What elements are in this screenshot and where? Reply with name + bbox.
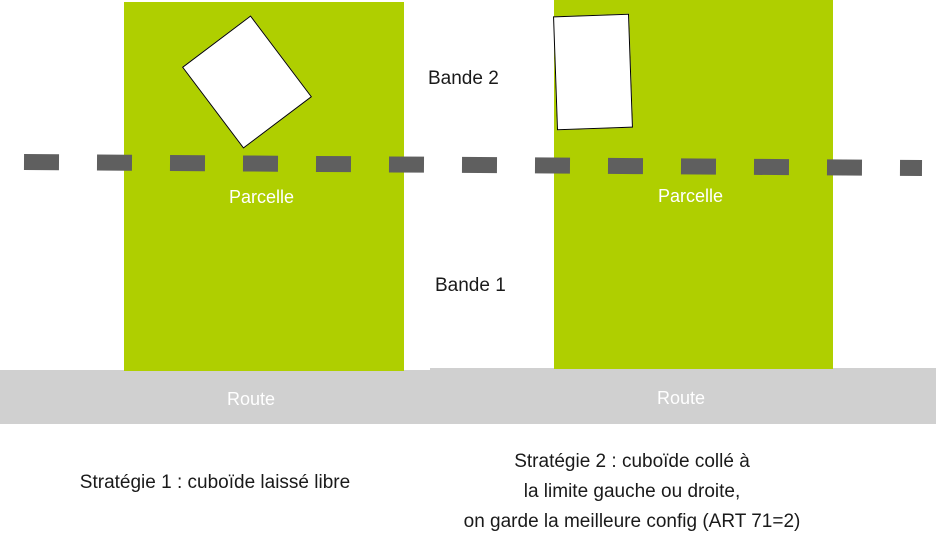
- strategy1-caption: Stratégie 1 : cuboïde laissé libre: [40, 468, 390, 498]
- band1-label: Bande 1: [435, 275, 506, 296]
- road-right-label: Route: [657, 388, 706, 408]
- road-left: [0, 370, 432, 424]
- road-left-label: Route: [227, 389, 276, 409]
- strategy2-line1: Stratégie 2 : cuboïde collé à: [514, 451, 750, 472]
- parcel-right-label: Parcelle: [658, 186, 724, 206]
- strategy2-line2: la limite gauche ou droite,: [523, 481, 741, 502]
- strategy1-text: Stratégie 1 : cuboïde laissé libre: [79, 472, 351, 493]
- strategy2-caption: Stratégie 2 : cuboïde collé à la limite …: [430, 447, 834, 537]
- strategy2-line3: on garde la meilleure config (ART 71=2): [463, 511, 801, 532]
- road-right: [430, 368, 936, 424]
- parcel-left-label: Parcelle: [229, 187, 295, 207]
- band-boundary-dash: [23, 154, 923, 176]
- band2-label: Bande 2: [428, 68, 499, 89]
